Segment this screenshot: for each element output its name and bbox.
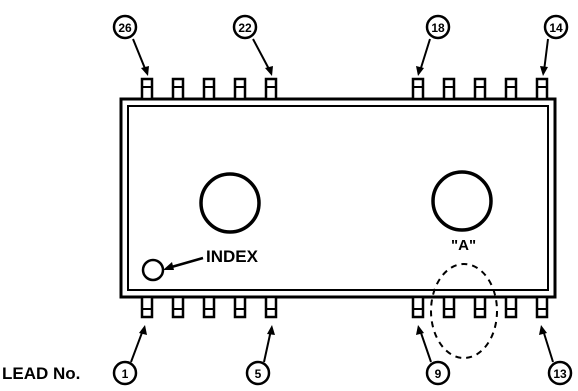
bottom-lead [535,295,549,319]
bottom-lead [202,295,216,319]
bottom-lead [171,295,185,319]
svg-text:9: 9 [435,367,442,381]
bottom-leads [140,295,549,319]
top-lead [264,77,278,101]
index-mark [141,258,165,282]
bottom-lead [264,295,278,319]
pin-callout-26: 26 [112,14,149,76]
left-mounting-hole [199,172,261,234]
top-lead [504,77,518,101]
bottom-lead [140,295,154,319]
top-lead [442,77,456,101]
top-lead [411,77,425,101]
top-lead [473,77,487,101]
pin-callout-9: 9 [416,325,451,386]
lead-number-label: LEAD No. [2,364,80,383]
pin-callout-14: 14 [540,14,569,76]
pin-callout-18: 18 [416,14,451,76]
svg-text:18: 18 [431,21,445,35]
svg-text:13: 13 [553,367,567,381]
svg-text:26: 26 [118,21,132,35]
index-arrow [163,256,204,270]
svg-text:5: 5 [255,367,262,381]
bottom-lead [233,295,247,319]
view-a-label: "A" [451,237,476,254]
pin-callout-5: 5 [245,325,275,386]
svg-text:1: 1 [122,367,129,381]
right-mounting-hole [431,170,493,232]
top-leads [140,77,549,101]
index-label: INDEX [206,247,259,266]
bottom-lead [442,295,456,319]
top-lead [233,77,247,101]
bottom-lead [473,295,487,319]
top-lead [202,77,216,101]
pin-callout-22: 22 [232,14,273,76]
top-lead [140,77,154,101]
top-lead [535,77,549,101]
pin-callout-13: 13 [539,325,573,386]
package-body-inner [127,105,549,291]
pin-callout-1: 1 [112,325,147,386]
bottom-lead [411,295,425,319]
top-lead [171,77,185,101]
bottom-lead [504,295,518,319]
view-a-dashed-outline [430,263,498,359]
svg-text:14: 14 [549,21,563,35]
svg-text:22: 22 [238,21,252,35]
